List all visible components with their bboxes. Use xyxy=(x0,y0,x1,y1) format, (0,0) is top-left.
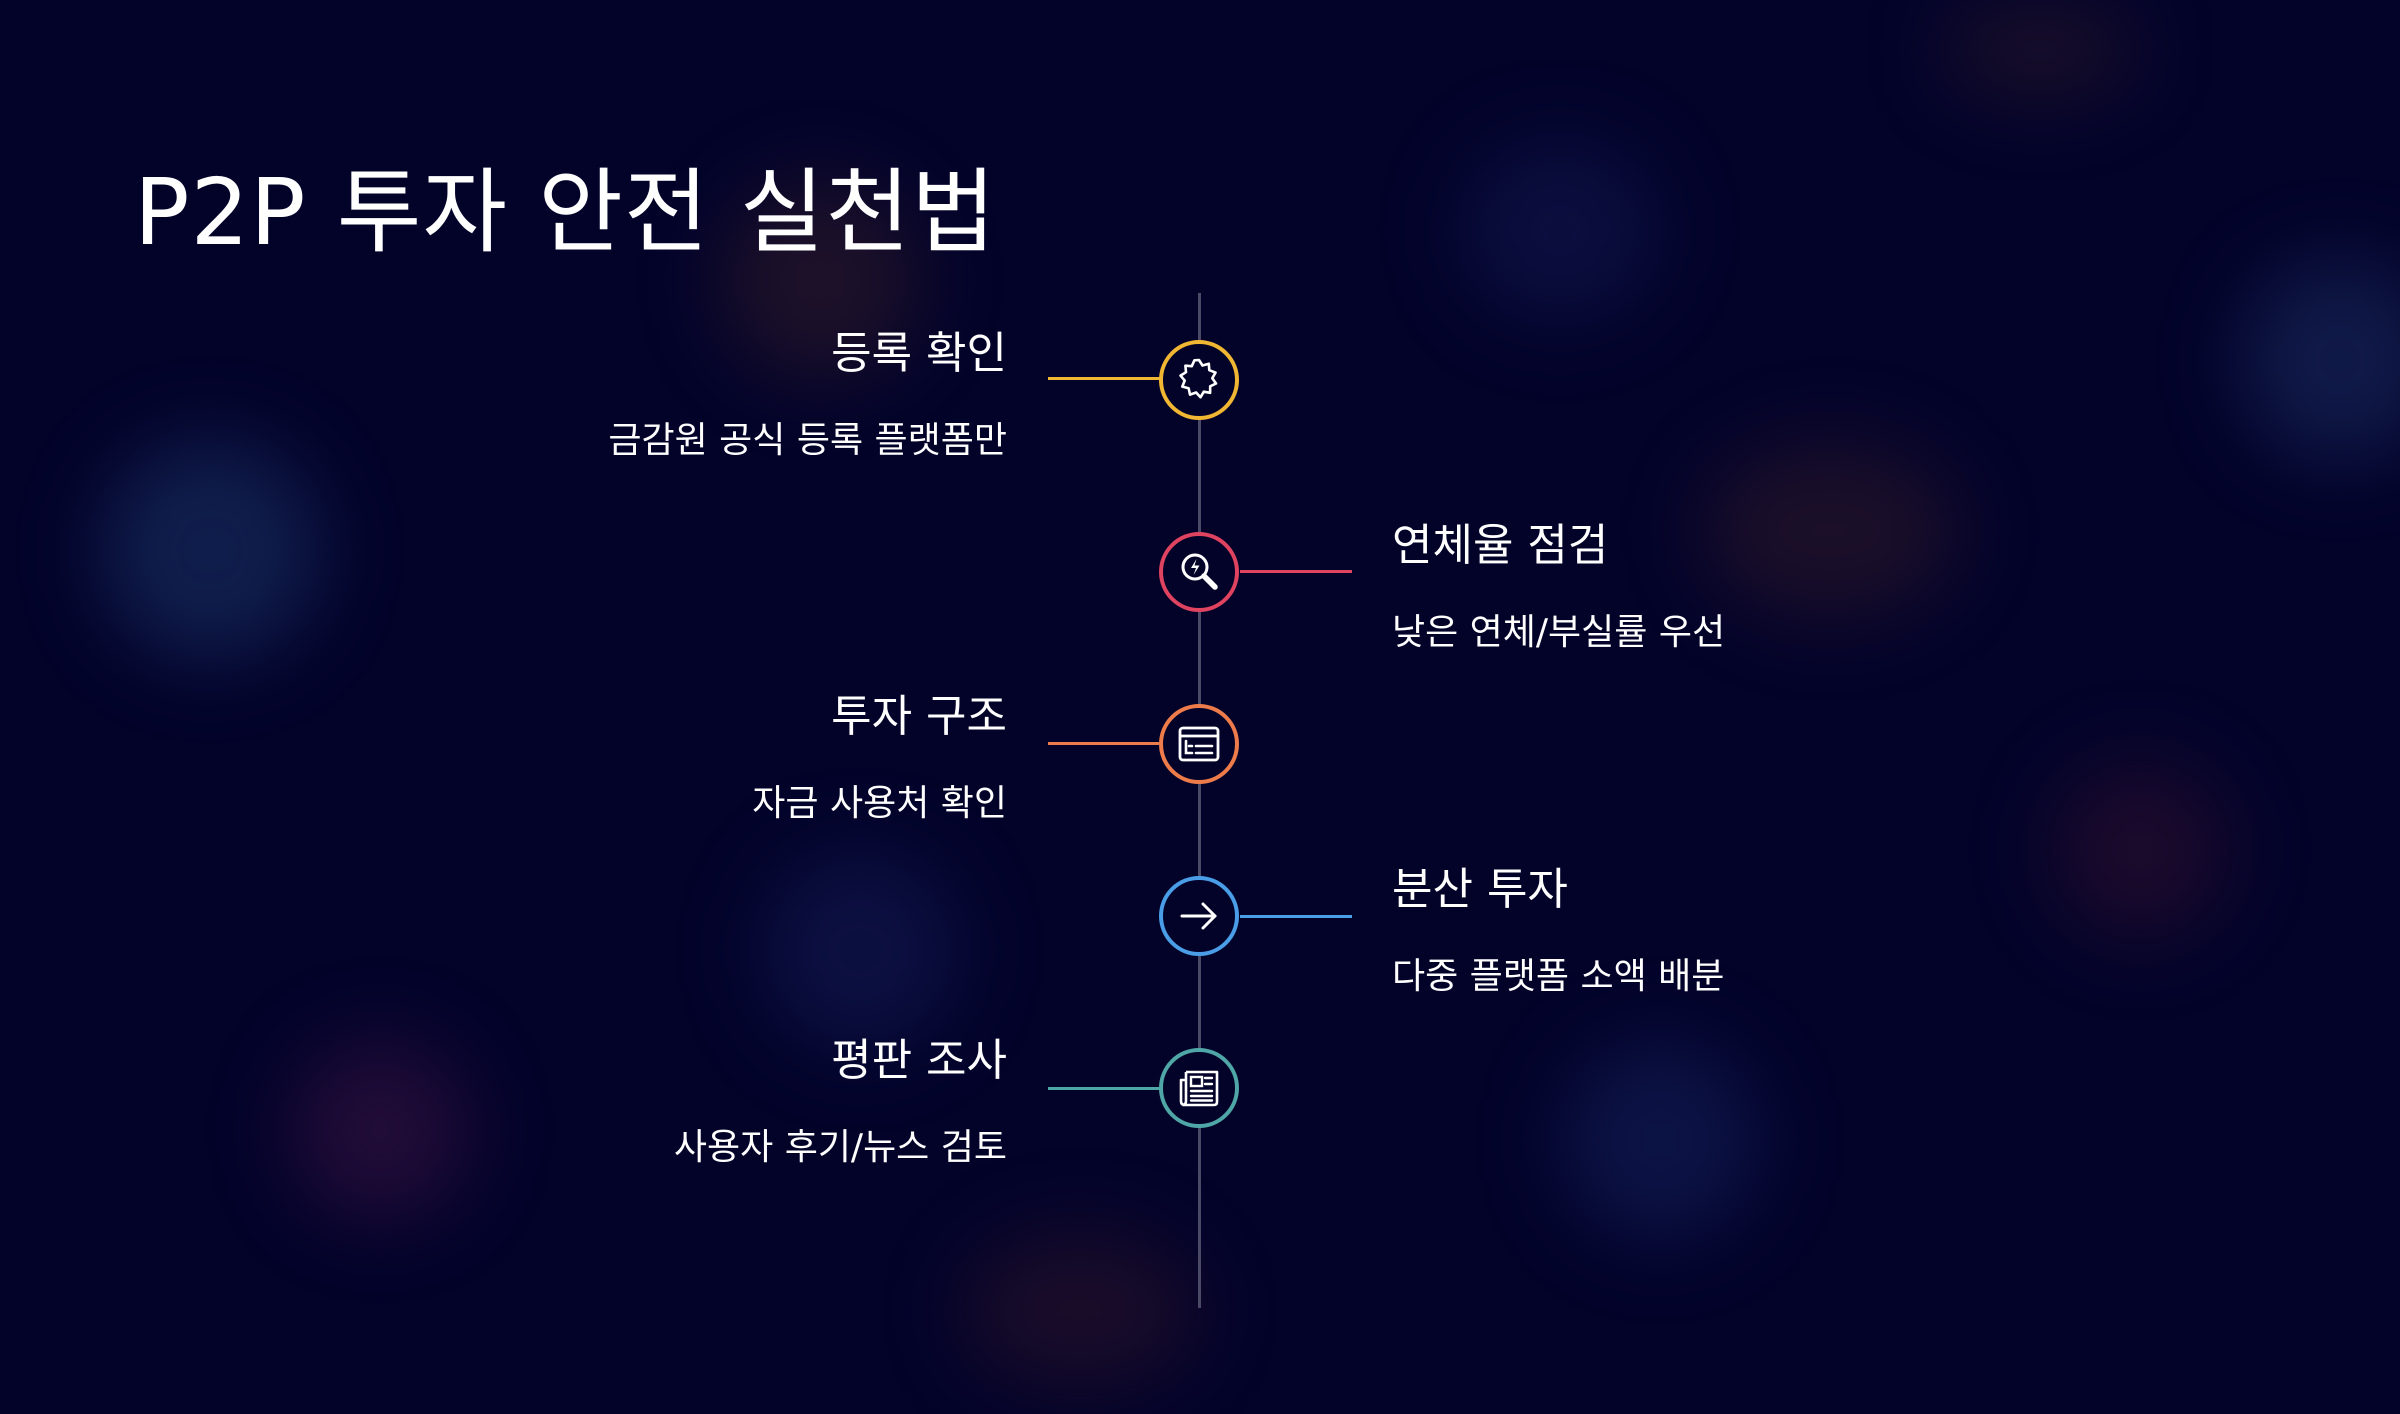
step-3-label: 투자 구조 xyxy=(831,691,1007,742)
step-1-description: 금감원 공식 등록 플랫폼만 xyxy=(608,420,1007,461)
step-3-connector xyxy=(1048,742,1160,745)
step-4-label: 분산 투자 xyxy=(1392,864,1568,915)
step-2-description: 낮은 연체/부실률 우선 xyxy=(1392,612,1726,653)
step-5-label: 평판 조사 xyxy=(831,1035,1007,1086)
background-glow xyxy=(1560,1040,1760,1240)
step-1-node xyxy=(1159,340,1239,420)
background-glow xyxy=(100,440,320,660)
step-1-connector xyxy=(1048,377,1160,380)
background-glow xyxy=(1940,0,2140,100)
background-glow xyxy=(1700,440,1960,620)
step-2-node xyxy=(1159,532,1239,612)
background-glow xyxy=(960,1230,1200,1390)
step-5-node xyxy=(1159,1048,1239,1128)
step-2-connector xyxy=(1240,570,1352,573)
step-5-connector xyxy=(1048,1087,1160,1090)
step-1-label: 등록 확인 xyxy=(831,328,1007,379)
step-2-label: 연체율 점검 xyxy=(1392,520,1609,571)
step-4-description: 다중 플랫폼 소액 배분 xyxy=(1392,956,1725,997)
window-icon xyxy=(1178,726,1220,762)
slide-title: P2P 투자 안전 실천법 xyxy=(134,158,997,266)
background-glow xyxy=(2050,760,2230,940)
badge-icon xyxy=(1179,358,1218,399)
step-5-description: 사용자 후기/뉴스 검토 xyxy=(673,1127,1007,1168)
background-glow xyxy=(290,1040,470,1220)
step-4-connector xyxy=(1240,915,1352,918)
arrow-right-icon xyxy=(1180,902,1217,930)
background-glow xyxy=(1460,140,1660,320)
newspaper-icon xyxy=(1179,1070,1219,1107)
step-3-node xyxy=(1159,704,1239,784)
step-4-node xyxy=(1159,876,1239,956)
magnifier-icon xyxy=(1181,553,1218,590)
timeline-axis xyxy=(1198,293,1201,1308)
step-3-description: 자금 사용처 확인 xyxy=(752,783,1007,824)
background-glow xyxy=(760,850,960,1050)
background-glow xyxy=(2240,260,2400,460)
